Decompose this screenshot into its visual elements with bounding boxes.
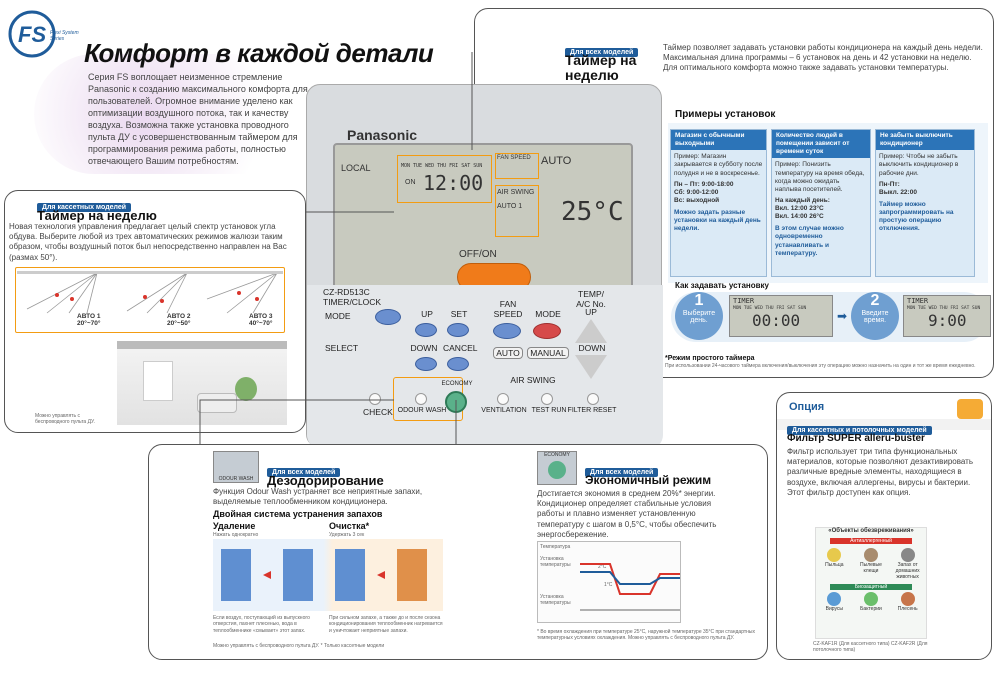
hero-text: Серия FS воплощает неизменное стремление…: [88, 72, 308, 166]
timer-right-panel: Для всех моделей Таймер на неделю Таймер…: [474, 8, 994, 378]
option-panel: Опция Для кассетных и потолочных моделей…: [776, 392, 992, 660]
economy-text: Достигается экономия в среднем 20%* энер…: [537, 489, 717, 539]
fs-logo: FS Flexi System Series: [6, 6, 79, 62]
example-card-2: Количество людей в помещении зависит от …: [771, 129, 871, 277]
set-button[interactable]: [447, 323, 469, 337]
section-title: Таймер на неделю: [37, 208, 157, 223]
simple-text: При использовании 24-часового таймера вк…: [665, 363, 976, 369]
option-foot: CZ-KAF1R (Для кассетного типа) CZ-KAF2R …: [813, 641, 928, 654]
arrow-icon: ➡: [837, 309, 848, 323]
timer-mode-button[interactable]: [375, 309, 401, 325]
deodor-subtitle: Двойная система устранения запахов: [213, 509, 383, 519]
auto-diagrams: [15, 267, 285, 333]
simple-title: *Режим простого таймера: [665, 355, 755, 362]
up-button[interactable]: [415, 323, 437, 337]
check-button[interactable]: [369, 393, 381, 405]
example-card-1: Магазин с обычными выходными Пример: Маг…: [670, 129, 767, 277]
filter-reset-button[interactable]: [587, 393, 599, 405]
bottom-panel: ODOUR WASH Для всех моделей Дезодорирова…: [148, 444, 768, 660]
economy-chart: Температура Установка температуры Устано…: [537, 541, 681, 623]
example-card-3: Не забыть выключить кондиционер Пример: …: [875, 129, 975, 277]
odour-wash-button[interactable]: [415, 393, 427, 405]
lcd-temperature: 25°C: [561, 197, 624, 227]
examples-title: Примеры установок: [675, 109, 776, 120]
section-title: Дезодорирование: [267, 473, 384, 488]
hero-glow: [34, 54, 304, 174]
down-button[interactable]: [415, 357, 437, 371]
remote-control: Panasonic LOCAL MON TUE WED THU FRI SAT …: [306, 84, 663, 449]
cancel-button[interactable]: [447, 357, 469, 371]
timer-left-panel: Для кассетных моделей Таймер на неделю Н…: [4, 190, 306, 433]
section-title: Таймер на неделю: [565, 52, 637, 83]
manual-button[interactable]: MANUAL: [527, 347, 569, 359]
section-title: Экономичный режим: [585, 473, 712, 487]
deodor-foot: Можно управлять с беспроводного пульта Д…: [213, 643, 385, 649]
deodor-caption-2: При сильном запахе, а также до и после с…: [329, 615, 443, 634]
timer-left-text: Новая технология управления предлагает ц…: [9, 222, 287, 262]
filter-title: Фильтр SUPER alleru-buster: [787, 433, 925, 444]
deodor-caption-1: Если воздух, поступающий из выпускного о…: [213, 615, 310, 634]
economy-illustration: ECONOMY: [537, 451, 577, 485]
brand-logo: Panasonic: [347, 127, 418, 143]
super-filter-badge: [957, 399, 983, 419]
auto-button[interactable]: AUTO: [493, 347, 523, 359]
fan-speed-button[interactable]: [493, 323, 521, 339]
foot-note: Можно управлять с беспроводного пульта Д…: [35, 413, 95, 426]
ventilation-button[interactable]: [497, 393, 509, 405]
objects-diagram: «Объекты обезвреживания» Антиаллергенный…: [815, 527, 927, 639]
deodor-text: Функция Odour Wash устраняет все неприят…: [213, 487, 423, 507]
test-run-button[interactable]: [541, 393, 553, 405]
timer-right-text: Таймер позволяет задавать установки рабо…: [663, 43, 983, 73]
svg-text:FS: FS: [18, 22, 46, 47]
lcd-time: 12:00: [423, 171, 484, 195]
tag: Для всех моделей: [565, 48, 639, 57]
option-title: Опция: [789, 401, 825, 413]
economy-foot: * Во время охлаждения при температуре 25…: [537, 629, 756, 642]
lcd-step-1: TIMER MON TUE WED THU FRI SAT SUN 00:00: [729, 295, 833, 337]
odour-wash-illustration: ODOUR WASH: [213, 451, 259, 483]
option-text: Фильтр использует три типа функциональны…: [787, 447, 973, 497]
page-title: Комфорт в каждой детали: [84, 38, 434, 68]
how-title: Как задавать установку: [675, 281, 769, 290]
room-illustration: [117, 341, 287, 425]
deodor-diagram: [213, 539, 443, 611]
lcd-step-2: TIMER MON TUE WED THU FRI SAT SUN 9:00: [903, 295, 991, 337]
mode-button[interactable]: [533, 323, 561, 339]
